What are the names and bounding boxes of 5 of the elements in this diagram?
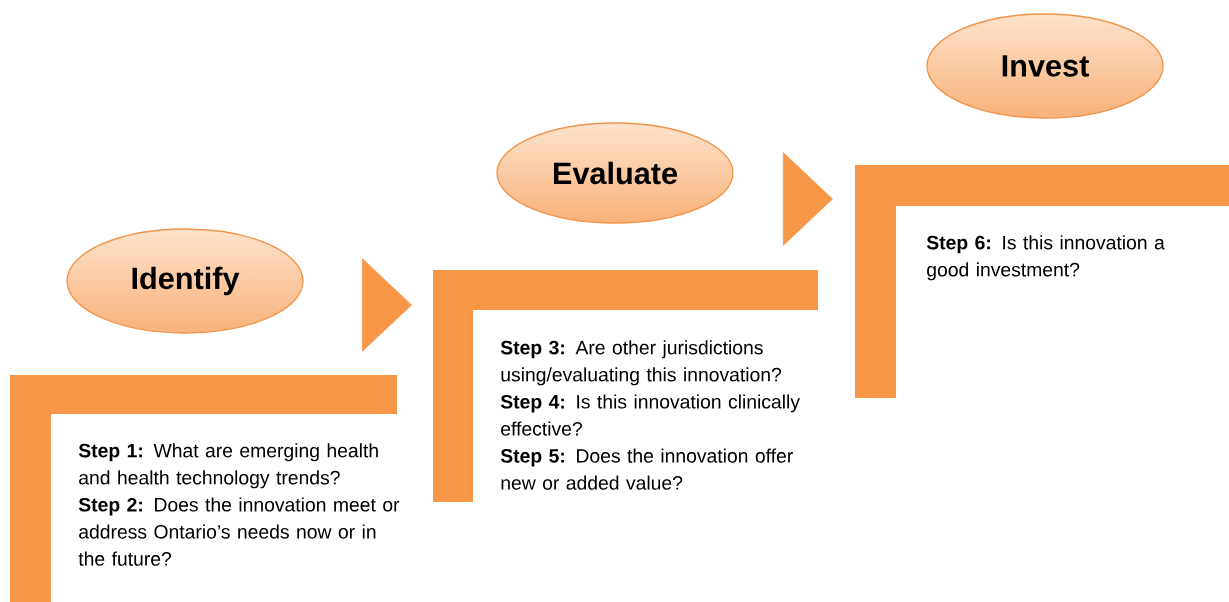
- step-band: Step 6: Is this innovation a good investment?: [855, 165, 1229, 398]
- step-band: Step 3: Are other jurisdictions using/evaluating this innovation? Step 4: Is this innovation clinically effective? Step 5: Does the innovation offer new or added value?: [433, 270, 818, 502]
- chevron-arrow: [361, 258, 412, 352]
- step-band: Step 1: What are emerging health and health technology trends? Step 2: Does the innovation meet or address Ontario’s needs now or in the future?: [10, 375, 400, 602]
- chevron-arrow: [782, 152, 833, 246]
